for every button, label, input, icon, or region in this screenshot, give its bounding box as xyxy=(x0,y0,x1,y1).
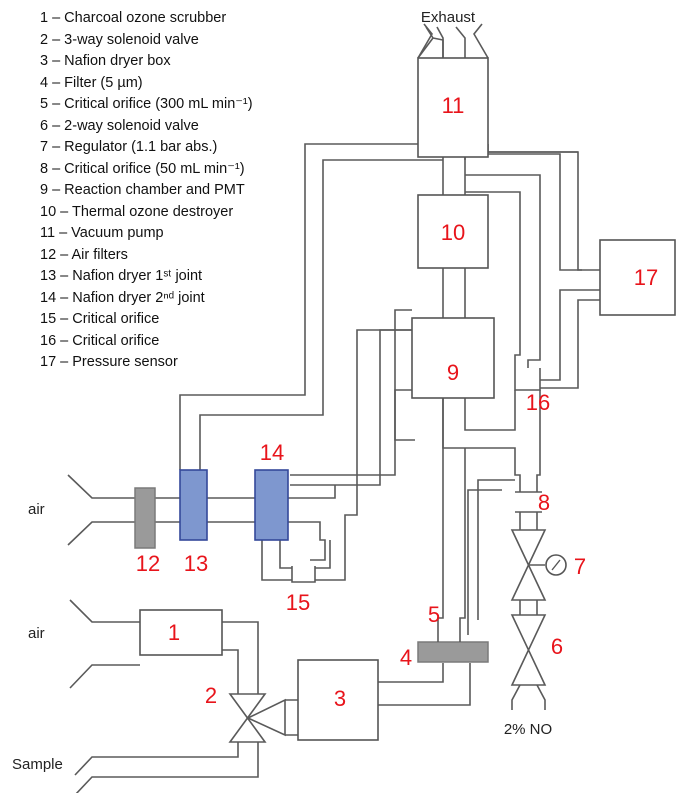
nafion-joint-13 xyxy=(179,469,208,541)
component-number: 15 xyxy=(286,590,310,615)
critical-orifice-5 xyxy=(437,632,461,642)
air-filters-12 xyxy=(134,487,156,549)
component-number: 2 xyxy=(205,683,217,708)
air-inlet-label: air xyxy=(28,501,45,518)
filter-4 xyxy=(417,641,489,663)
thermal-ozone-destroyer-10 xyxy=(417,194,489,269)
regulator-7 xyxy=(510,529,567,601)
legend-item: 7 – Regulator (1.1 bar abs.) xyxy=(40,139,218,155)
three-way-valve-2 xyxy=(228,693,286,743)
pressure-sensor-17 xyxy=(599,239,676,316)
component-legend: 1 – Charcoal ozone scrubber 2 – 3-way so… xyxy=(40,8,253,374)
component-number: 9 xyxy=(447,360,459,385)
component-number: 11 xyxy=(442,93,465,118)
legend-item: 15 – Critical orifice xyxy=(40,311,160,327)
legend-item: 5 – Critical orifice (300 mL min⁻¹) xyxy=(40,96,253,112)
exhaust-label: Exhaust xyxy=(421,9,476,26)
two-way-valve-6 xyxy=(510,614,547,686)
component-number: 10 xyxy=(441,220,465,245)
legend-item: 6 – 2-way solenoid valve xyxy=(40,117,199,134)
legend-item: 12 – Air filters xyxy=(40,246,128,263)
component-number: 14 xyxy=(260,440,284,465)
legend-item: 16 – Critical orifice xyxy=(40,332,160,349)
legend-item: 1 – Charcoal ozone scrubber xyxy=(40,10,227,26)
legend-item: 2 – 3-way solenoid valve xyxy=(40,31,199,48)
nafion-dryer-box-3 xyxy=(297,659,379,741)
no-source-label: 2% NO xyxy=(504,721,552,738)
legend-item: 8 – Critical orifice (50 mL min⁻¹) xyxy=(40,160,245,177)
component-number: 8 xyxy=(538,490,550,515)
legend-item: 13 – Nafion dryer 1ˢᵗ joint xyxy=(40,268,203,284)
pipework xyxy=(67,23,600,793)
component-number: 12 xyxy=(136,551,160,576)
component-number: 3 xyxy=(334,686,346,711)
sample-inlet-label: Sample xyxy=(12,756,63,773)
component-number: 13 xyxy=(184,551,208,576)
legend-item: 17 – Pressure sensor xyxy=(40,354,178,370)
critical-orifice-15 xyxy=(291,566,316,583)
component-number: 6 xyxy=(551,634,563,659)
component-number: 17 xyxy=(634,265,658,290)
vacuum-pump-11 xyxy=(417,57,489,158)
component-number: 7 xyxy=(574,554,586,579)
nafion-joint-14 xyxy=(254,469,289,541)
charcoal-ozone-scrubber-1 xyxy=(139,609,223,656)
component-number: 5 xyxy=(428,602,440,627)
legend-item: 14 – Nafion dryer 2ⁿᵈ joint xyxy=(40,289,205,306)
reaction-chamber-9 xyxy=(411,317,495,399)
legend-item: 11 – Vacuum pump xyxy=(40,225,164,241)
critical-orifice-8 xyxy=(515,491,542,513)
air-inlet-label: air xyxy=(28,625,45,642)
legend-item: 10 – Thermal ozone destroyer xyxy=(40,203,234,220)
component-number: 16 xyxy=(526,390,550,415)
legend-item: 9 – Reaction chamber and PMT xyxy=(40,182,245,198)
legend-item: 4 – Filter (5 µm) xyxy=(40,74,143,91)
component-number: 1 xyxy=(168,620,180,645)
legend-item: 3 – Nafion dryer box xyxy=(40,53,171,69)
critical-orifice-16 xyxy=(514,368,541,391)
component-number: 4 xyxy=(400,645,412,670)
